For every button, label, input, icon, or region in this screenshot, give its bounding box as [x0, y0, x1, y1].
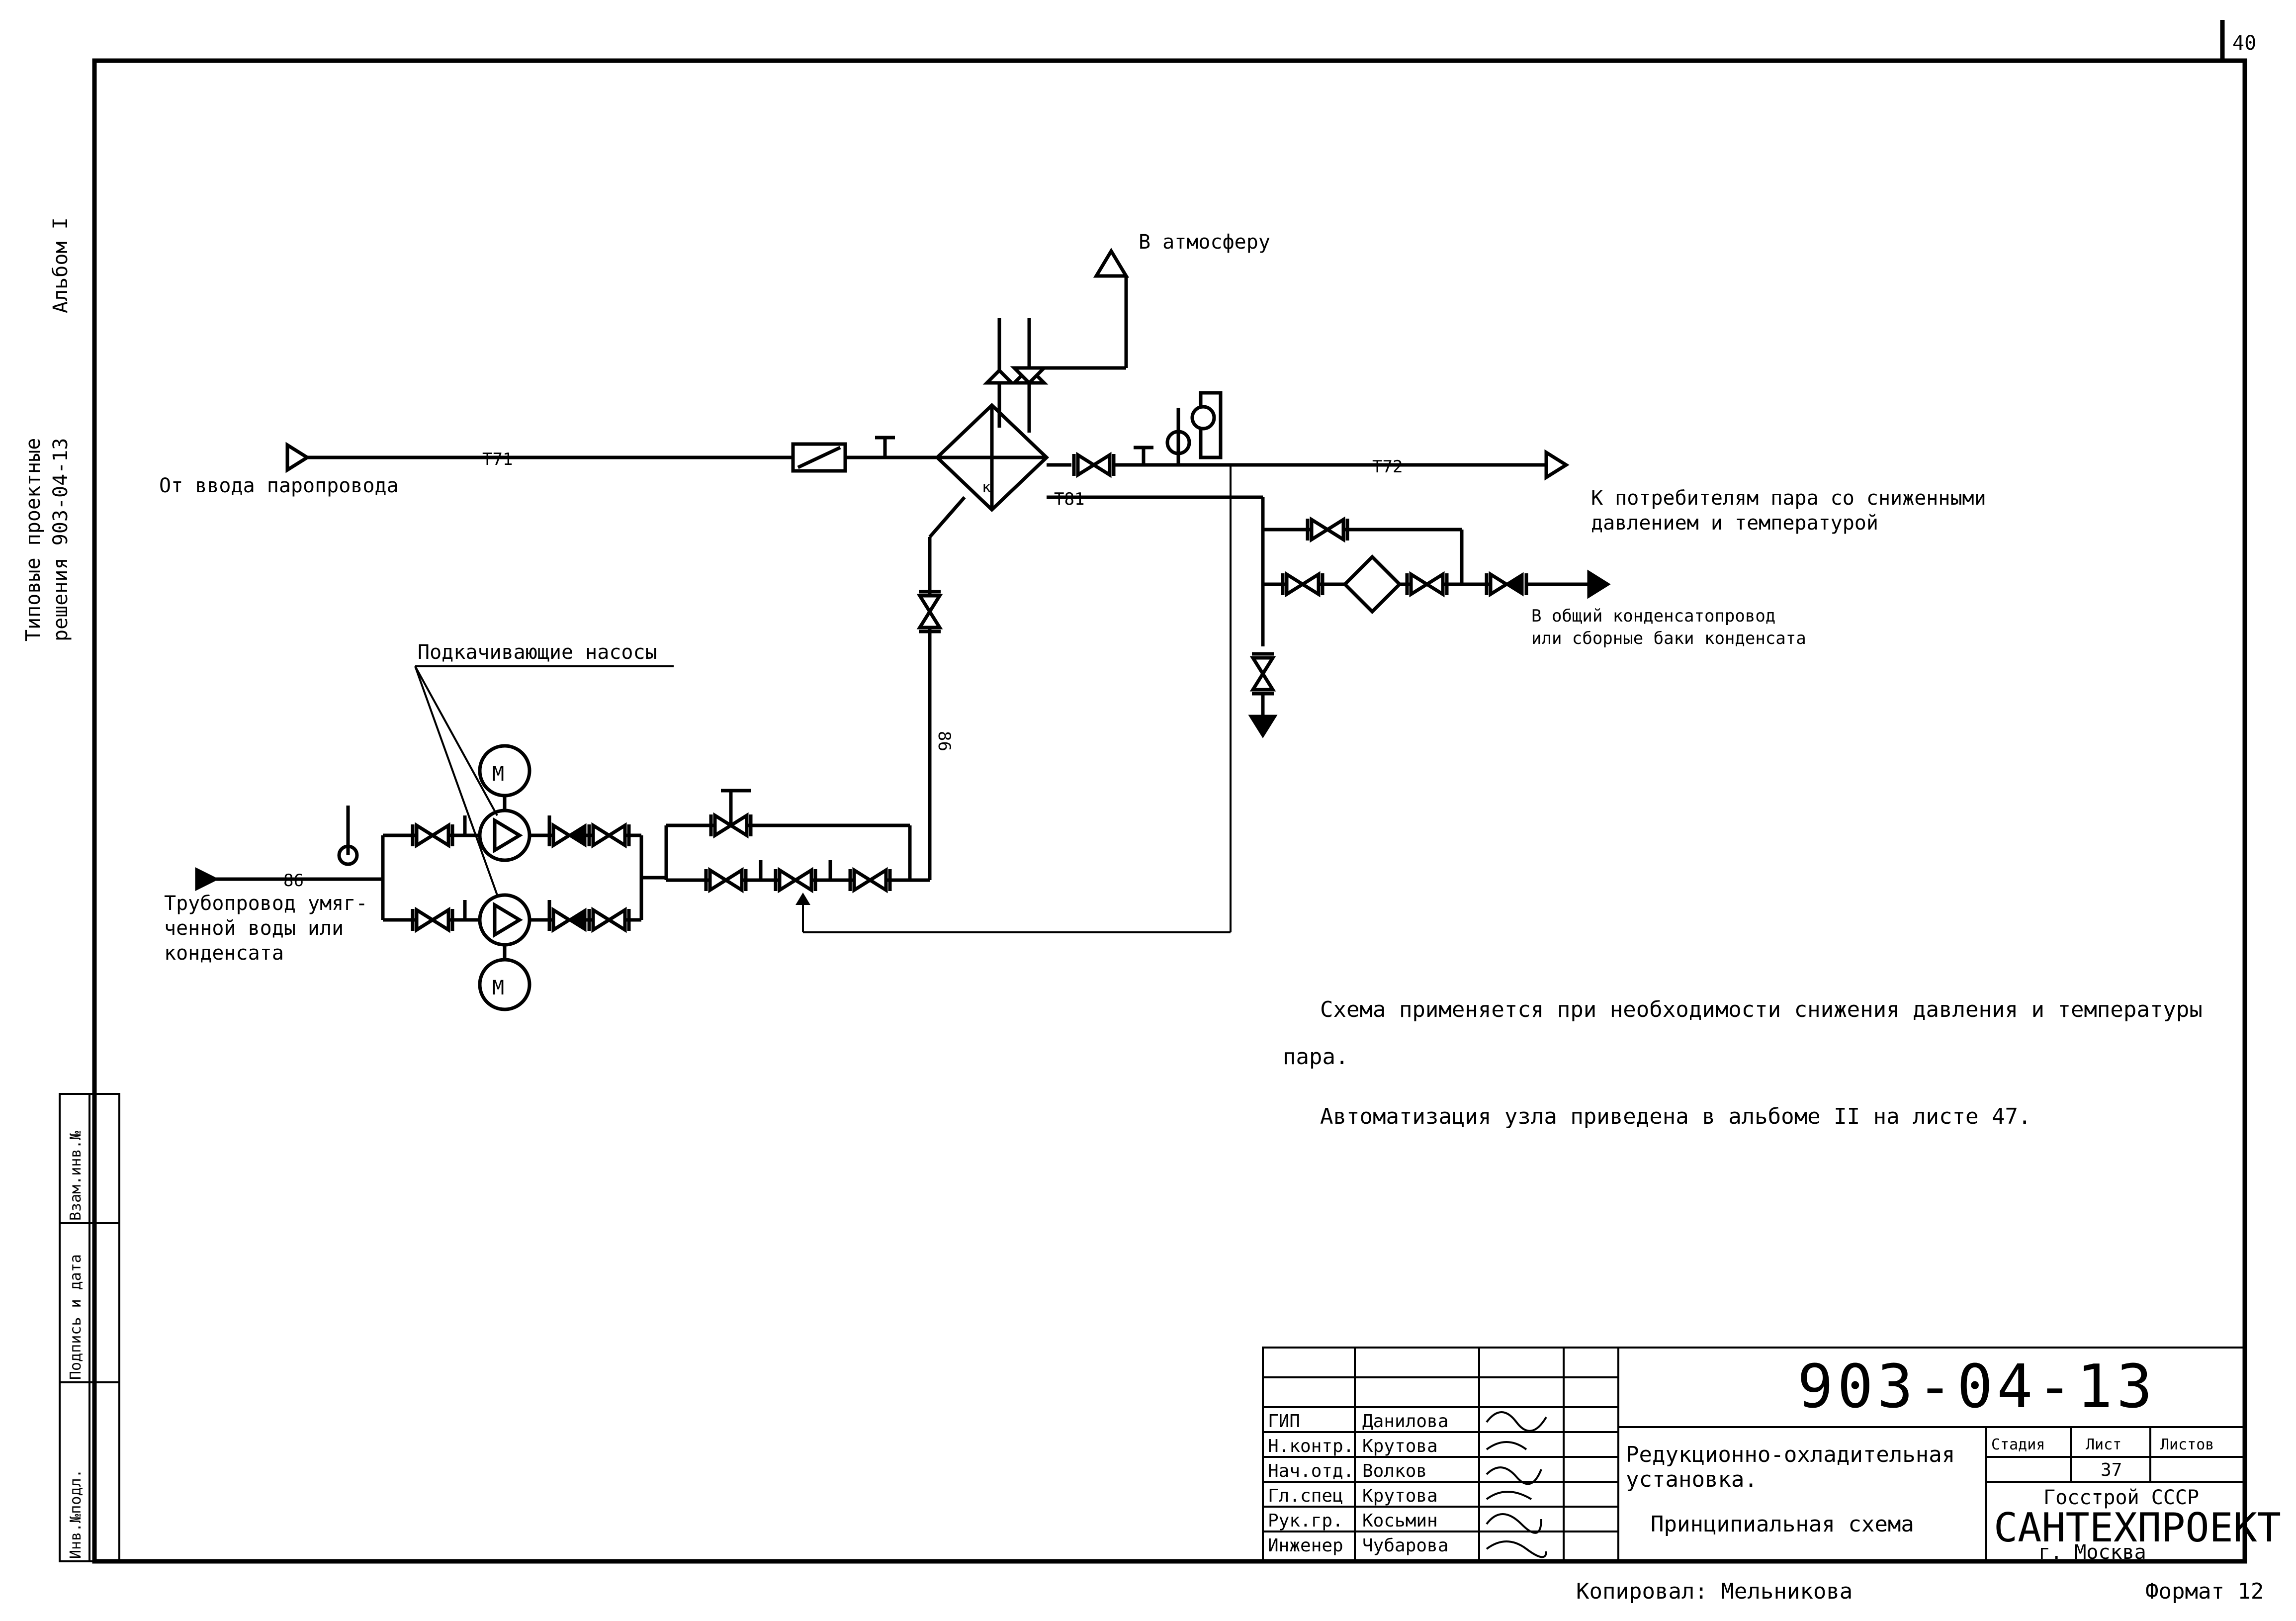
- side-stamp-repl: Взам.инв.№: [67, 1131, 85, 1221]
- copied-by: Копировал: Мельникова: [1576, 1579, 1853, 1604]
- side-title: Типовые проектные решения 903-04-13 Альб…: [22, 217, 72, 641]
- to-atmosphere-label: В атмосферу: [1139, 231, 1270, 254]
- feed-water-line: 86: [910, 496, 966, 882]
- motor-bottom-label: М: [492, 977, 504, 999]
- name-5: Косьмин: [1362, 1511, 1438, 1531]
- consumer-label-1: К потребителям пара со сниженными: [1591, 487, 1986, 510]
- pipe-label-t71: Т71: [482, 450, 513, 469]
- consumer-label-2: давлением и температурой: [1591, 512, 1878, 535]
- format-label: Формат 12: [2145, 1579, 2264, 1604]
- steam-source-label: От ввода паропровода: [159, 474, 399, 497]
- name-3: Волков: [1362, 1461, 1427, 1481]
- pump-manifold: 86 Трубопровод умяг- ченной воды или кон…: [164, 641, 674, 1011]
- steam-main-line: Т71 От ввода паропровода: [159, 436, 937, 497]
- name-4: Крутова: [1362, 1486, 1438, 1506]
- name-1: Данилова: [1362, 1411, 1448, 1432]
- water-label-2: ченной воды или: [164, 917, 344, 940]
- side-title-album: Альбом I: [49, 217, 72, 313]
- title-line1: Редукционно-охладительная: [1626, 1442, 1955, 1467]
- title-line2: установка.: [1626, 1467, 1758, 1492]
- role-6: Инженер: [1268, 1535, 1343, 1556]
- condensate-label-2: или сборные баки конденсата: [1531, 629, 1806, 648]
- svg-text:к: к: [982, 479, 991, 496]
- role-1: ГИП: [1268, 1411, 1300, 1432]
- role-3: Нач.отд.: [1268, 1461, 1354, 1481]
- side-stamp-sign: Подпись и дата: [67, 1254, 85, 1380]
- name-2: Крутова: [1362, 1436, 1438, 1456]
- role-5: Рук.гр.: [1268, 1511, 1343, 1531]
- control-valve-manifold: [641, 465, 1232, 933]
- role-2: Н.контр.: [1268, 1436, 1354, 1456]
- name-6: Чубарова: [1362, 1535, 1448, 1556]
- side-title-line2: решения 903-04-13: [49, 438, 72, 641]
- org-line2: САНТЕХПРОЕКТ: [1994, 1505, 2281, 1551]
- water-label-1: Трубопровод умяг-: [164, 892, 367, 915]
- doc-code: 903-04-13: [1797, 1352, 2156, 1422]
- note1-line1: Схема применяется при необходимости сниж…: [1320, 997, 2203, 1022]
- role-4: Гл.спец: [1268, 1486, 1343, 1506]
- sheet-value: 37: [2101, 1460, 2122, 1480]
- drawing-frame: 40: [92, 20, 2256, 1564]
- title-line3: Принципиальная схема: [1651, 1512, 1914, 1537]
- org-line3: г. Москва: [2038, 1541, 2146, 1564]
- condensate-drain: Т81 В общий конденсатопровод или сборные…: [1047, 489, 1806, 738]
- pipe-label-t72: Т72: [1372, 457, 1403, 477]
- pipe-label-86-left: 86: [283, 871, 304, 891]
- note1-line2: пара.: [1283, 1044, 1348, 1070]
- title-block: 903-04-13 ГИП Н.контр. Нач.отд. Гл.спец …: [1262, 1347, 2281, 1564]
- steam-outlet-line: Т72 К потребителям пара со сниженными да…: [1047, 391, 1986, 535]
- pipe-label-t81: Т81: [1054, 489, 1084, 509]
- condensate-label-1: В общий конденсатопровод: [1531, 606, 1775, 626]
- side-stamp-inv: Инв.№подл.: [67, 1469, 85, 1559]
- desuperheater: к: [934, 403, 1050, 512]
- footer: Копировал: Мельникова Формат 12: [1576, 1579, 2264, 1604]
- sheet-number: 40: [2232, 32, 2256, 55]
- stage-header: Стадия: [1991, 1436, 2045, 1453]
- pipe-label-86-top: 86: [934, 731, 954, 751]
- water-label-3: конденсата: [164, 942, 284, 965]
- pumps-label: Подкачивающие насосы: [418, 641, 657, 664]
- side-title-line1: Типовые проектные: [22, 438, 45, 641]
- sheets-header: Листов: [2160, 1436, 2214, 1453]
- org-line1: Госстрой СССР: [2043, 1486, 2199, 1509]
- notes: Схема применяется при необходимости сниж…: [1283, 997, 2203, 1129]
- signatures: [1486, 1411, 1547, 1558]
- relief-valves: В атмосферу: [982, 231, 1270, 433]
- motor-top-label: М: [492, 763, 504, 786]
- note2: Автоматизация узла приведена в альбоме I…: [1320, 1104, 2031, 1129]
- sheet-header: Лист: [2086, 1436, 2121, 1453]
- side-stamp: Взам.инв.№ Подпись и дата Инв.№подл.: [59, 1093, 120, 1562]
